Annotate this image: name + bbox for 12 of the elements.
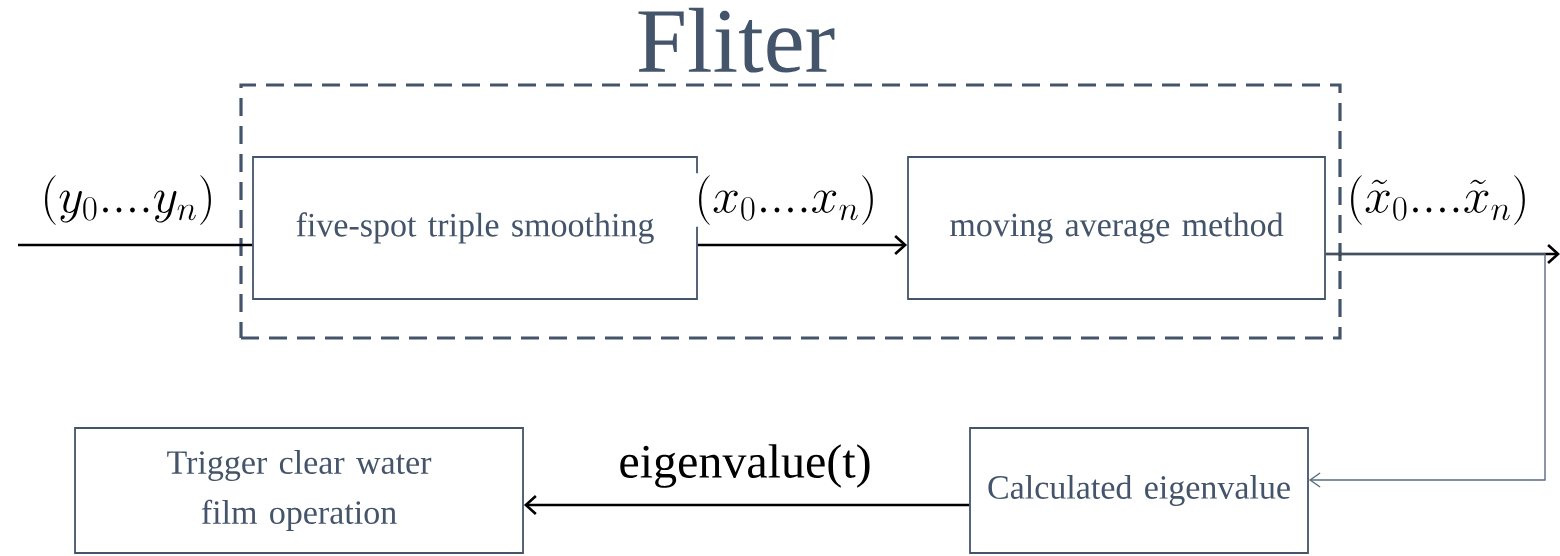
edge-label: $(\tilde{x}_{0}....\tilde{x}_{n})$ xyxy=(1344,173,1532,227)
edge-label: eigenvalue(t) xyxy=(616,442,874,490)
process-box: Trigger clear water film operation xyxy=(74,427,524,554)
process-box: five-spot triple smoothing xyxy=(252,156,698,300)
process-box: Calculated eigenvalue xyxy=(969,427,1309,554)
arrow xyxy=(1308,253,1546,488)
arrow xyxy=(697,235,908,255)
edge-label: $(y_{0}....y_{n})$ xyxy=(38,173,218,227)
edge-label: $(x_{0}....x_{n})$ xyxy=(692,173,880,227)
arrow xyxy=(523,495,970,515)
process-box: moving average method xyxy=(907,156,1326,300)
node-label: Fliter xyxy=(638,7,835,73)
